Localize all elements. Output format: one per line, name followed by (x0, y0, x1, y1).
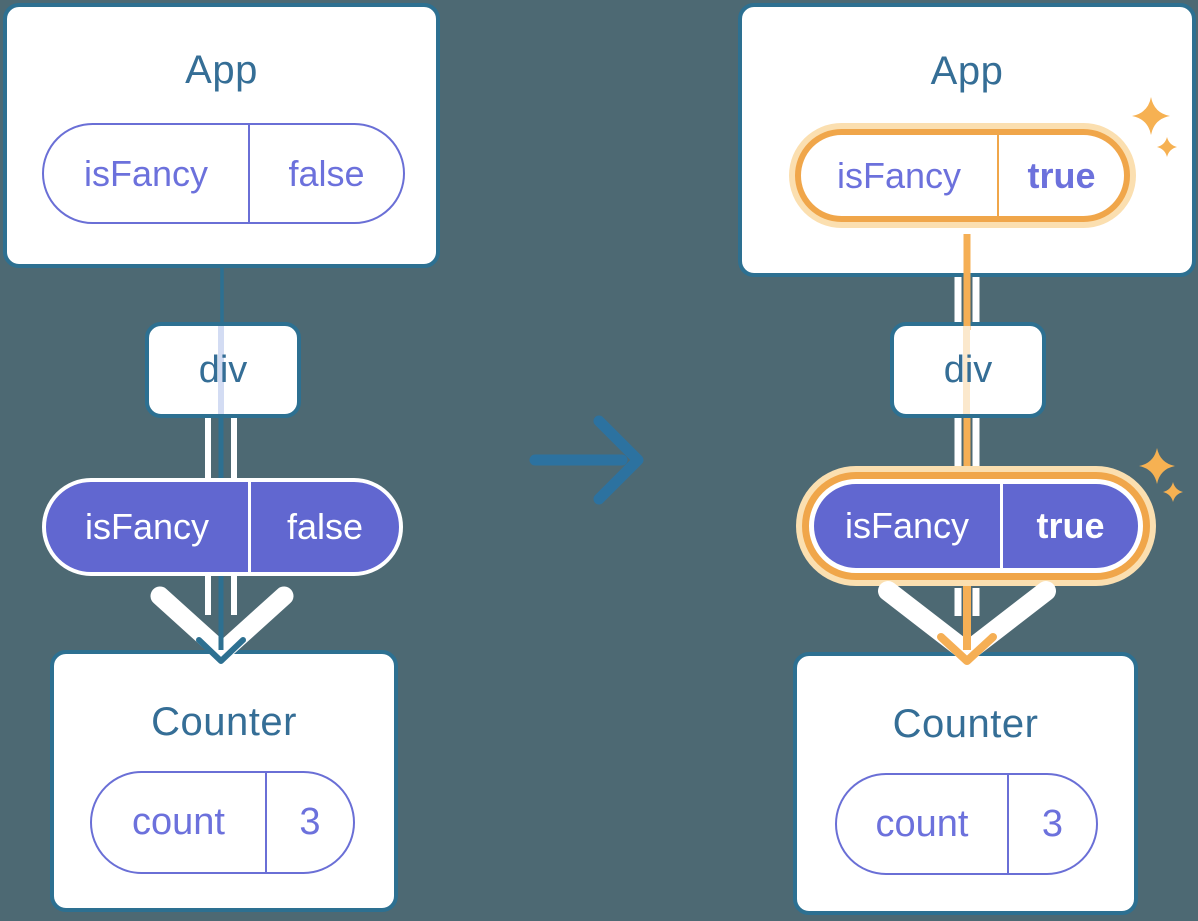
right-thread-through-div (963, 326, 970, 414)
left-prop-flow-arrow (150, 576, 294, 664)
prop-value: false (248, 125, 403, 222)
prop-name: isFancy (836, 154, 962, 196)
left-counter-card: Counter count 3 (50, 650, 398, 912)
state-name: count (875, 802, 969, 845)
right-passed-prop-pill-highlighted: isFancy true (809, 479, 1143, 573)
right-div-node: div (890, 322, 1046, 418)
down-chevron-arrow-icon (150, 586, 294, 662)
state-value: 3 (265, 773, 353, 872)
left-app-title: App (185, 48, 258, 92)
transition-arrow-icon (529, 415, 644, 505)
left-thread-through-div (218, 326, 224, 414)
left-div-node: div (145, 322, 301, 418)
right-app-card: App isFancy true (738, 3, 1196, 277)
prop-value: false (248, 482, 399, 572)
right-counter-state-pill: count 3 (835, 773, 1098, 875)
left-app-card: App isFancy false (3, 3, 440, 268)
right-app-prop-pill-highlighted: isFancy true (795, 129, 1130, 222)
right-counter-card: Counter count 3 (793, 652, 1138, 915)
down-chevron-arrow-icon (878, 581, 1056, 662)
prop-value: true (1000, 484, 1138, 568)
sparkles-icon (1132, 97, 1177, 157)
prop-name: isFancy (844, 505, 970, 546)
sparkles-icon (1139, 448, 1183, 502)
right-app-title: App (930, 49, 1004, 93)
left-counter-state-pill: count 3 (90, 771, 355, 874)
prop-name: isFancy (83, 152, 209, 194)
prop-name: isFancy (84, 506, 210, 547)
right-prop-flow-arrow (878, 581, 1056, 665)
left-counter-title: Counter (151, 700, 297, 744)
left-passed-prop-pill: isFancy false (42, 478, 403, 576)
right-counter-title: Counter (892, 702, 1039, 746)
state-name: count (132, 801, 225, 843)
right-div-label: div (943, 348, 993, 391)
state-value: 3 (1007, 775, 1096, 873)
left-app-prop-pill: isFancy false (42, 123, 405, 224)
prop-value: true (997, 135, 1124, 216)
left-div-label: div (198, 348, 248, 391)
